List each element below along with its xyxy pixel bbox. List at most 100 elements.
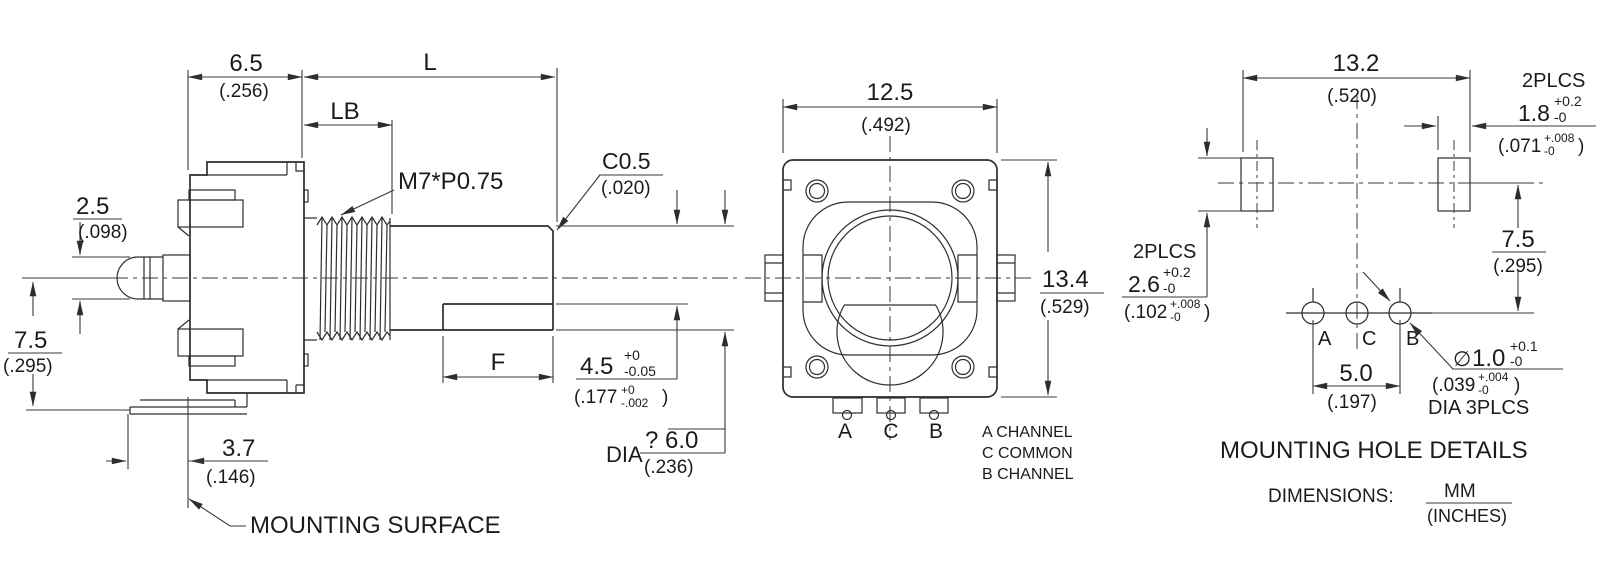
dim-slot-width-in-close: ) (1578, 136, 1584, 157)
claw-upper (177, 199, 244, 228)
legend-c-common: C COMMON (982, 445, 1073, 462)
corner-hole (808, 182, 826, 200)
bushing-boss (802, 201, 978, 356)
dim-hole-dia-in: (.039 (1432, 375, 1475, 396)
diameter-symbol: ∅ (1453, 348, 1471, 371)
dim-hole-span-5-0: 5.0 (.197) (1312, 320, 1401, 413)
terminal-b (919, 397, 949, 414)
dim-hole-dia-note: DIA 3PLCS (1428, 397, 1529, 419)
front-corner-notches (783, 179, 997, 378)
dim-slot-height-in-tol-minus: -0 (1170, 310, 1181, 324)
dim-height-13-4: 13.4 (.529) (1001, 159, 1104, 398)
side-view: 6.5 (.256) L LB M7*P0.75 2.5 (.098) (3, 49, 738, 539)
dim-depth-6-5: 6.5 (.256) (187, 50, 303, 170)
dim-bracket-in: (.146) (206, 467, 256, 488)
dim-flat-mm: 4.5 (580, 353, 613, 380)
thread-spec-callout: M7*P0.75 (340, 168, 503, 216)
corner-hole (951, 179, 975, 203)
dim-height-in: (.529) (1040, 297, 1090, 318)
dim-flat-in-tol-minus: -.002 (621, 396, 649, 410)
dim-flat-in-tol-plus: +0 (621, 383, 635, 397)
front-view: A C B A CHANNEL C COMMON B CHANNEL 12.5 … (745, 79, 1104, 483)
dim-flat-4-5: 4.5 +0 -0.05 (.177 +0 -.002 ) (556, 190, 734, 410)
dim-slot-width-1-8: 2PLCS 1.8 +0.2 -0 (.071 +.008 -0 ) (1404, 70, 1596, 158)
dimensions-label: DIMENSIONS: (1268, 486, 1394, 507)
dim-shaft-dia-in: (.236) (644, 457, 694, 478)
dim-slot-width-mm: 1.8 (1518, 100, 1550, 126)
dim-hole-dia-in-tol-minus: -0 (1478, 383, 1489, 397)
legend-a-channel: A CHANNEL (982, 424, 1073, 441)
slot-width-note: 2PLCS (1522, 70, 1585, 92)
dim-width-mm: 12.5 (867, 79, 914, 106)
terminal-c (876, 397, 906, 414)
bushing-ring-inner (827, 215, 953, 341)
dim-width-in: (.492) (861, 115, 911, 136)
housing-outline (189, 161, 305, 394)
units-inches: (INCHES) (1427, 506, 1507, 526)
side-tab-left (764, 254, 784, 302)
dim-shaft-dia-prefix: DIA (606, 442, 643, 467)
hole-c (1345, 301, 1369, 325)
dim-flat-tol-plus: +0 (624, 347, 640, 363)
terminal-c-label: C (883, 420, 898, 443)
hole-center-marks (1312, 288, 1401, 302)
units-note: DIMENSIONS: MM (INCHES) (1268, 481, 1512, 526)
dim-flat-tol-minus: -0.05 (624, 363, 656, 379)
dim-depth-in: (.256) (219, 81, 269, 102)
dim-pin-height-in: (.295) (3, 356, 53, 377)
dim-pin-in: (.098) (78, 222, 128, 243)
corner-hole (954, 182, 972, 200)
claw-upper-step (188, 189, 236, 201)
bushing-ring-outer (821, 209, 959, 347)
dim-pin-height-mm: 7.5 (14, 327, 47, 354)
shaft-bore-d-hole (836, 304, 944, 386)
terminal-a (832, 397, 863, 414)
dim-LB-label: LB (330, 98, 359, 125)
face-bump-bottom (303, 353, 309, 367)
dim-row-offset-mm: 7.5 (1501, 226, 1534, 253)
dim-hole-span-mm: 5.0 (1339, 360, 1372, 387)
housing-bottom-tab-detail (207, 379, 304, 393)
dim-slot-span-in: (.520) (1327, 86, 1377, 107)
claw-lower-step (188, 355, 236, 367)
dim-hole-dia-in-tol-plus: +.004 (1478, 370, 1509, 384)
terminal-pin (116, 256, 163, 300)
side-tab-right (996, 254, 1016, 302)
claw-upper-chamfer (177, 226, 190, 237)
dim-slot-width-in: (.071 (1498, 136, 1541, 157)
units-mm: MM (1444, 481, 1476, 502)
side-tab-left-lines (765, 262, 783, 294)
thread-spec-label: M7*P0.75 (398, 168, 503, 195)
dim-hole-span-in: (.197) (1327, 392, 1377, 413)
dim-slot-width-tol-minus: -0 (1554, 109, 1567, 125)
terminal-b-label: B (929, 420, 943, 443)
corner-hole (951, 355, 975, 379)
dim-row-offset-7-5: 7.5 (.295) (1404, 182, 1546, 314)
claw-lower-chamfer (177, 319, 190, 330)
chamfer-callout: C0.5 (.020) (556, 148, 663, 231)
dim-F-label: F (491, 349, 506, 376)
housing-top-tab-detail (207, 162, 304, 176)
thread-flanks (319, 216, 388, 341)
dim-slot-span-mm: 13.2 (1333, 50, 1380, 77)
dim-bushing-length-LB: LB (303, 98, 393, 214)
dim-hole-dia-tol-minus: -0 (1510, 353, 1523, 369)
dim-pin-height-7-5: 7.5 (.295) (3, 277, 130, 411)
dim-slot-height-in-tol-plus: +.008 (1170, 297, 1201, 311)
dim-width-12-5: 12.5 (.492) (782, 79, 998, 153)
dim-flat-in-close: ) (662, 387, 668, 408)
dim-slot-width-tol-plus: +0.2 (1554, 93, 1582, 109)
dim-hole-dia-in-close: ) (1514, 375, 1520, 396)
hole-a-label: A (1318, 328, 1332, 350)
dim-slot-height-tol-minus: -0 (1163, 280, 1176, 296)
dim-slot-height-mm: 2.6 (1128, 271, 1160, 297)
dim-slot-height-in-close: ) (1204, 302, 1210, 323)
dim-slot-width-in-tol-minus: -0 (1544, 144, 1555, 158)
dim-slot-span-13-2: 13.2 (.520) (1242, 50, 1471, 152)
terminal-b-pin (928, 409, 940, 421)
dim-row-offset-in: (.295) (1493, 256, 1543, 277)
dim-hole-dia-1-0: ∅ 1.0 +0.1 -0 (.039 +.004 -0 ) DIA 3PLCS (1362, 271, 1563, 419)
pin-hub-block (162, 254, 191, 302)
dim-flat-length-F: F (442, 336, 554, 383)
